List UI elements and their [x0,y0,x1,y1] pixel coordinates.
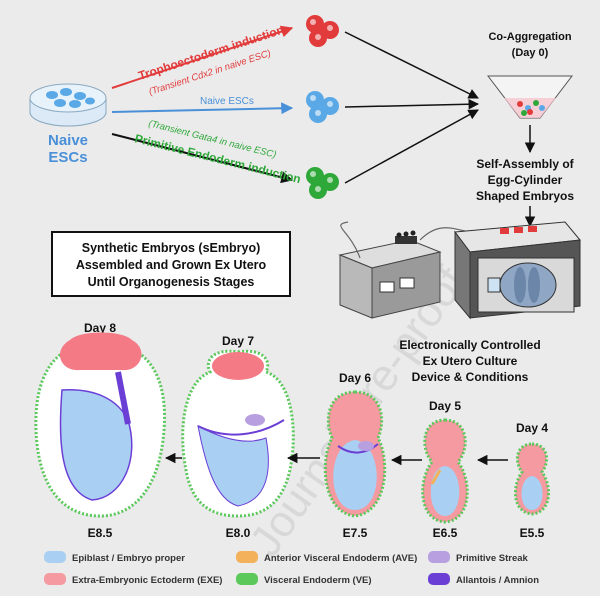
co-aggregation-label: Co-Aggregation [488,31,571,43]
self-assembly-label: Self-Assembly of [476,157,574,171]
legend-swatch-primitive-streak [428,551,450,563]
legend-label: Allantois / Amnion [456,575,539,586]
self-assembly-label: Shaped Embryos [476,189,574,203]
naive-escs-label: ESCs [48,149,87,166]
synthetic-embryos-box [51,231,291,297]
self-assembly-label: Egg-Cylinder [488,173,563,187]
synthetic-title: Synthetic Embryos (sEmbryo) [82,241,261,255]
embryo-day7 [181,349,295,518]
troph-cell-cluster [306,15,339,47]
embryo-day6 [323,390,387,518]
legend-swatch-ave [236,551,258,563]
naive-escs-label: Naive [48,132,88,149]
legend-swatch-epiblast [44,551,66,563]
day-label: Day 6 [339,371,371,385]
device-label: Device & Conditions [412,370,529,384]
legend-label: Anterior Visceral Endoderm (AVE) [264,553,417,564]
naive-arrow-label: Naive ESCs [200,96,254,107]
legend-label: Extra-Embryonic Ectoderm (EXE) [72,575,222,586]
endo-cell-cluster [306,167,339,199]
converge-arrow [344,98,480,110]
naive-arrow [111,102,294,115]
stage-label: E6.5 [433,526,458,540]
endo-arrow [111,133,294,184]
legend-label: Primitive Streak [456,553,529,564]
embryo-day8 [34,332,167,518]
converge-arrow [344,109,479,184]
embryo-day4 [513,442,551,516]
legend: Epiblast / Embryo proper Extra-Embryonic… [44,551,539,586]
stage-label: E8.5 [88,526,113,540]
day-label: Day 8 [84,321,116,335]
device-label: Ex Utero Culture [423,354,518,368]
stage-label: E5.5 [520,526,545,540]
day-label: Day 5 [429,399,461,413]
legend-label: Epiblast / Embryo proper [72,553,185,564]
device-label: Electronically Controlled [399,338,540,352]
petri-dish [29,83,107,127]
day-label: Day 7 [222,334,254,348]
embryo-day5 [421,418,469,524]
synthetic-title: Until Organogenesis Stages [88,275,255,289]
culture-device [338,221,581,320]
synthetic-title: Assembled and Grown Ex Utero [76,258,267,272]
stage-label: E8.0 [226,526,251,540]
day0-label: (Day 0) [512,47,549,59]
legend-swatch-allantois [428,573,450,585]
troph-arrow [111,25,294,89]
legend-swatch-ve [236,573,258,585]
naive-cell-cluster [306,91,339,123]
legend-swatch-exe [44,573,66,585]
stage-label: E7.5 [343,526,368,540]
legend-label: Visceral Endoderm (VE) [264,575,372,586]
converge-arrow [344,31,479,99]
day-label: Day 4 [516,421,548,435]
aggregation-well [486,75,574,119]
